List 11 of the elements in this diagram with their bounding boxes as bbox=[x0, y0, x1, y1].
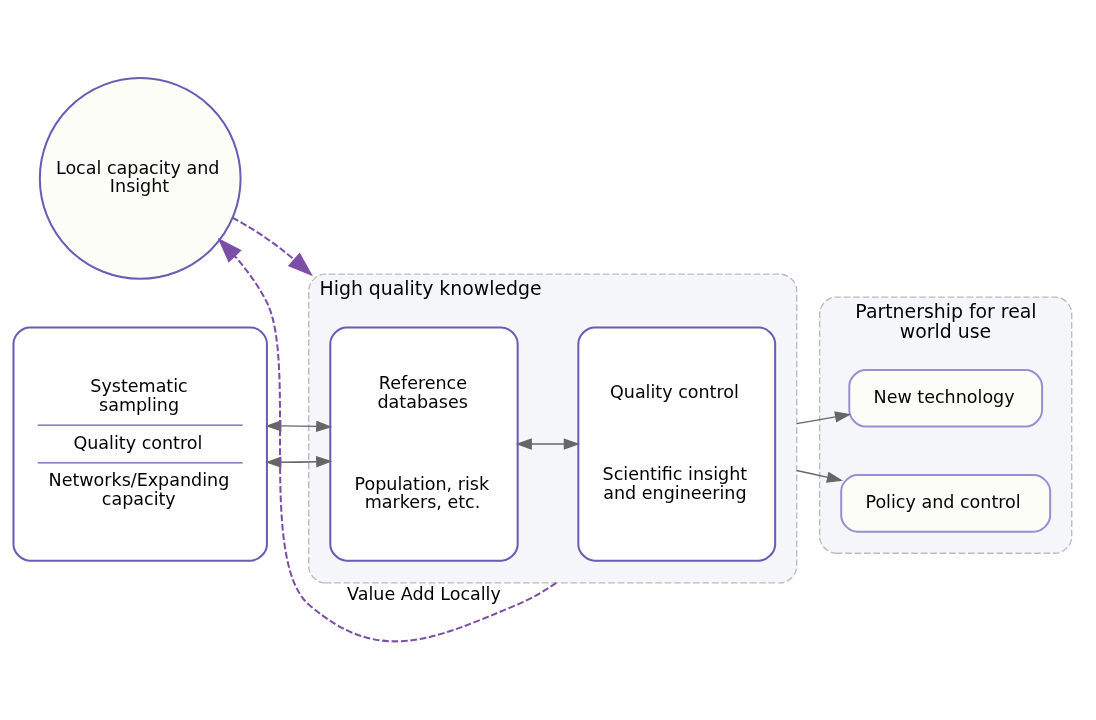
node-box: Reference databases Population, risk markers, etc. bbox=[329, 326, 519, 562]
arrow bbox=[796, 469, 844, 483]
arrow bbox=[796, 411, 852, 425]
node-box: Systematic sampling Quality control Networks/Expanding capacity bbox=[12, 326, 268, 562]
node-box: Quality control Scientific insight and engineering bbox=[577, 326, 777, 562]
arrow bbox=[217, 237, 557, 643]
node-box: Policy and control bbox=[840, 474, 1052, 533]
arrow bbox=[231, 216, 313, 277]
arrow bbox=[515, 438, 580, 450]
node-box: New technology bbox=[848, 368, 1044, 428]
edge-label: Value Add Locally bbox=[347, 583, 501, 604]
